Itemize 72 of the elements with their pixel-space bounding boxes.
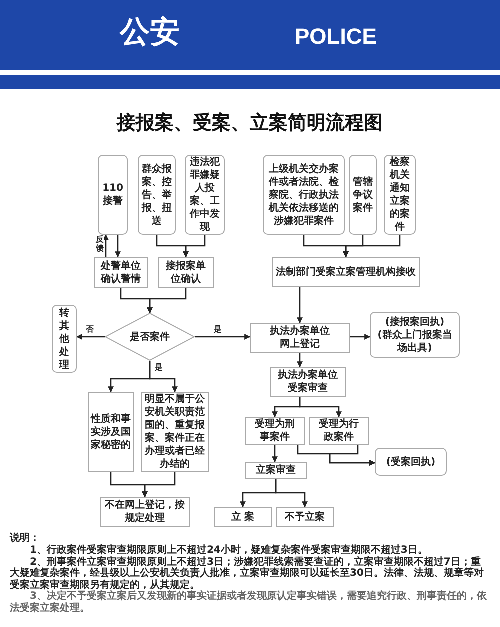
box-text: (受案回执)	[385, 456, 437, 468]
connector-arrow	[297, 287, 303, 324]
connector-arrow	[76, 334, 105, 340]
header-text: POLICE	[295, 26, 377, 48]
box-text: 转其他处理	[58, 306, 70, 372]
note-text: 3、决定不予受案立案后又发现新的事实证据或者发现原认定事实错误，需要追究行政、刑事责任的，依法受案立案处理。	[10, 591, 488, 614]
connector-arrow	[142, 472, 176, 498]
box-text: 管辖争议案件	[352, 176, 374, 214]
process-box	[309, 417, 369, 445]
process-box	[214, 507, 272, 527]
note-text: 1、行政案件受案审查期限原则上不超过24小时，疑难复杂案件受案审查期限不超过3日。	[29, 545, 429, 556]
process-box	[245, 417, 305, 445]
connector-arrow	[147, 288, 187, 314]
process-box	[245, 462, 307, 479]
connector-arrow	[343, 235, 401, 258]
process-box	[88, 392, 134, 472]
process-box	[272, 257, 420, 287]
box-text: 受理为行政案件	[319, 418, 359, 444]
process-box	[94, 257, 148, 288]
box-text: 接报案单位确认	[164, 260, 207, 286]
box-text: 是否案件	[130, 330, 170, 344]
process-box	[370, 312, 460, 358]
box-text: 违法犯罪嫌疑人投案、工作中发现	[189, 156, 221, 234]
process-box	[100, 497, 190, 527]
connector-arrow	[297, 353, 303, 368]
process-box	[375, 448, 447, 476]
title: 接报案、受案、立案简明流程图	[116, 111, 384, 136]
box-text: 不在网上登记，按规定处理	[105, 499, 185, 525]
process-box	[349, 155, 377, 235]
note-text: 2、刑事案件立案审查期限原则上不超过3日；涉嫌犯罪线索需要查证的，立案审查期限不超过7日；重大疑难复杂案件，经县级以上公安机关负责人批准，立案审查期限可以延长至30日。法律、法规、规章等对受案立案审查期限另有规定的，从其规定。	[10, 556, 485, 590]
connector-arrow	[350, 334, 371, 340]
box-text: 受理为刑事案件	[255, 418, 295, 444]
box-text: (群众上门报案当场出具)	[376, 328, 454, 354]
connector-arrow	[115, 235, 121, 258]
edge-label: 是	[214, 326, 222, 335]
box-text: 法制部门受案立案管理机构接收	[276, 266, 416, 278]
process-box	[276, 507, 334, 527]
process-box	[138, 155, 176, 235]
box-text: 检察机关通知立案的案件	[389, 156, 411, 234]
edge-label: 反馈	[96, 236, 104, 254]
box-text: 处警单位确认警情	[100, 260, 142, 286]
box-text: 明显不属于公安机关职责范围的、重复报案、案件正在办理或者已经办结的	[144, 393, 206, 471]
box-text: (接报案回执)	[384, 316, 446, 328]
box-text: 执法办案单位受案审查	[276, 369, 339, 395]
box-text: 110接警	[102, 182, 124, 208]
decision-diamond	[105, 313, 195, 361]
box-text: 不予立案	[285, 510, 325, 524]
process-box	[263, 155, 345, 235]
connector-arrow	[195, 334, 251, 340]
edge-label: 否	[86, 326, 94, 335]
box-text: 群众报案、控告、举报、扭送	[141, 162, 173, 228]
box-text: 立 案	[231, 510, 255, 524]
box-text: 立案审查	[256, 464, 296, 477]
connector-arrow	[183, 235, 206, 258]
note-heading: 说明：	[10, 533, 41, 544]
connector-arrow	[329, 445, 376, 466]
process-box	[250, 323, 350, 353]
header-text: 公安	[120, 18, 180, 48]
process-box	[384, 155, 416, 235]
box-text: 上级机关交办案件或者法院、检察院、行政执法机关依法移送的涉嫌犯罪案件	[268, 162, 340, 228]
box-text: 性质和事实涉及国家秘密的	[90, 412, 132, 452]
connector-arrow	[272, 445, 278, 463]
process-box	[270, 367, 346, 397]
process-box	[52, 305, 77, 373]
connector-arrow	[149, 361, 178, 393]
connector-arrow	[275, 479, 308, 508]
edge-label: 是	[155, 364, 163, 373]
box-text: 执法办案单位网上登记	[268, 325, 331, 351]
process-box	[158, 257, 214, 288]
process-box	[98, 155, 128, 235]
connector-arrow	[103, 234, 109, 257]
connector-arrow	[299, 397, 342, 418]
